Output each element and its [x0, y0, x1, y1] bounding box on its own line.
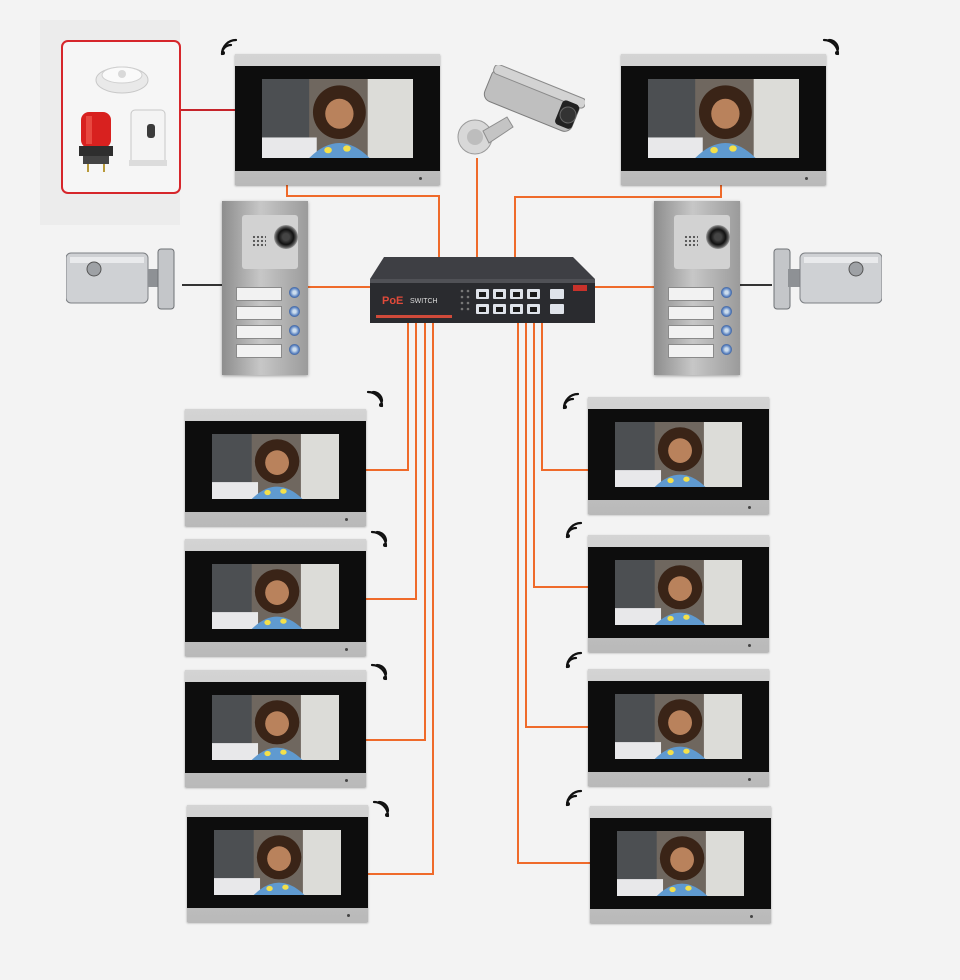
- indoor-monitor: [185, 670, 366, 787]
- wifi-icon: [220, 38, 238, 56]
- monitor-screen: [262, 79, 413, 158]
- wifi-icon: [372, 800, 390, 818]
- name-plate: [668, 287, 714, 301]
- alarm-sensors: [61, 40, 181, 194]
- door-lock-icon: [772, 247, 883, 311]
- wifi-icon: [565, 789, 583, 807]
- indoor-monitor: [588, 669, 769, 786]
- cctv-camera-icon: [455, 63, 587, 175]
- wifi-icon: [366, 390, 384, 408]
- call-button-icon: [721, 344, 732, 355]
- monitor-screen: [615, 694, 742, 759]
- wire-l3: [366, 323, 426, 741]
- monitor-screen: [615, 422, 742, 487]
- wire-monitor-top-right: [514, 184, 722, 258]
- name-plate: [236, 344, 282, 358]
- indoor-monitor: [185, 539, 366, 656]
- call-button-icon: [721, 306, 732, 317]
- wifi-icon: [370, 530, 388, 548]
- wire-l2: [366, 323, 417, 600]
- call-button-icon: [289, 287, 300, 298]
- smoke-detector-icon: [95, 66, 149, 94]
- indoor-monitor: [590, 806, 771, 923]
- wire-l4: [368, 323, 434, 875]
- camera-module: [242, 215, 298, 269]
- wifi-icon: [562, 392, 580, 410]
- camera-lens-icon: [706, 225, 730, 249]
- door-lock-icon: [65, 247, 176, 311]
- indoor-monitor: [588, 397, 769, 514]
- name-plate: [668, 344, 714, 358]
- wire-r4: [517, 323, 590, 864]
- door-station-right: [654, 201, 740, 375]
- siren-icon: [79, 112, 113, 172]
- wire-r1: [541, 323, 588, 471]
- indoor-monitor: [621, 54, 826, 185]
- call-button-icon: [289, 325, 300, 336]
- wire-monitor-top-left: [286, 184, 440, 258]
- door-station-left: [222, 201, 308, 375]
- switch-brand: PoE: [382, 295, 403, 307]
- wifi-icon: [370, 663, 388, 681]
- switch-label: SWITCH: [410, 298, 438, 305]
- monitor-screen: [214, 830, 341, 895]
- wifi-icon: [822, 38, 840, 56]
- name-plate: [236, 287, 282, 301]
- wire-r3: [525, 323, 588, 728]
- monitor-screen: [212, 695, 339, 760]
- name-plate: [668, 306, 714, 320]
- indoor-monitor: [187, 805, 368, 922]
- monitor-screen: [648, 79, 799, 158]
- wifi-icon: [565, 651, 583, 669]
- indoor-monitor: [235, 54, 440, 185]
- wire-r2: [533, 323, 588, 588]
- wire-l1: [366, 323, 409, 471]
- call-button-icon: [721, 287, 732, 298]
- camera-module: [674, 215, 730, 269]
- pir-sensor-icon: [129, 109, 167, 166]
- name-plate: [236, 325, 282, 339]
- monitor-screen: [617, 831, 744, 896]
- wifi-icon: [565, 521, 583, 539]
- camera-lens-icon: [274, 225, 298, 249]
- indoor-monitor: [588, 535, 769, 652]
- name-plate: [668, 325, 714, 339]
- monitor-screen: [212, 564, 339, 629]
- poe-switch: PoE SWITCH: [370, 257, 595, 323]
- call-button-icon: [289, 306, 300, 317]
- call-button-icon: [289, 344, 300, 355]
- monitor-screen: [212, 434, 339, 499]
- name-plate: [236, 306, 282, 320]
- speaker-grill: [684, 235, 698, 247]
- indoor-monitor: [185, 409, 366, 526]
- monitor-screen: [615, 560, 742, 625]
- speaker-grill: [252, 235, 266, 247]
- call-button-icon: [721, 325, 732, 336]
